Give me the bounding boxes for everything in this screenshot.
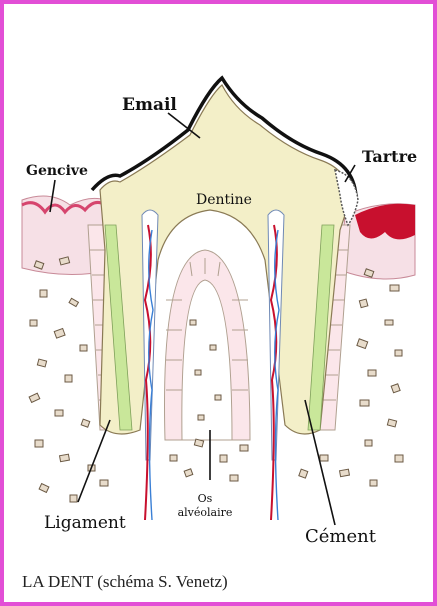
label-email: Email [122,95,177,115]
label-ligament: Ligament [44,513,126,533]
label-dentine: Dentine [196,192,252,208]
label-alveolaire: alvéolaire [178,506,233,519]
label-cement: Cément [305,526,377,547]
label-tartre: Tartre [362,147,417,166]
label-os: Os [198,492,213,505]
label-gencive: Gencive [26,163,88,179]
figure-caption: LA DENT (schéma S. Venetz) [22,572,228,592]
